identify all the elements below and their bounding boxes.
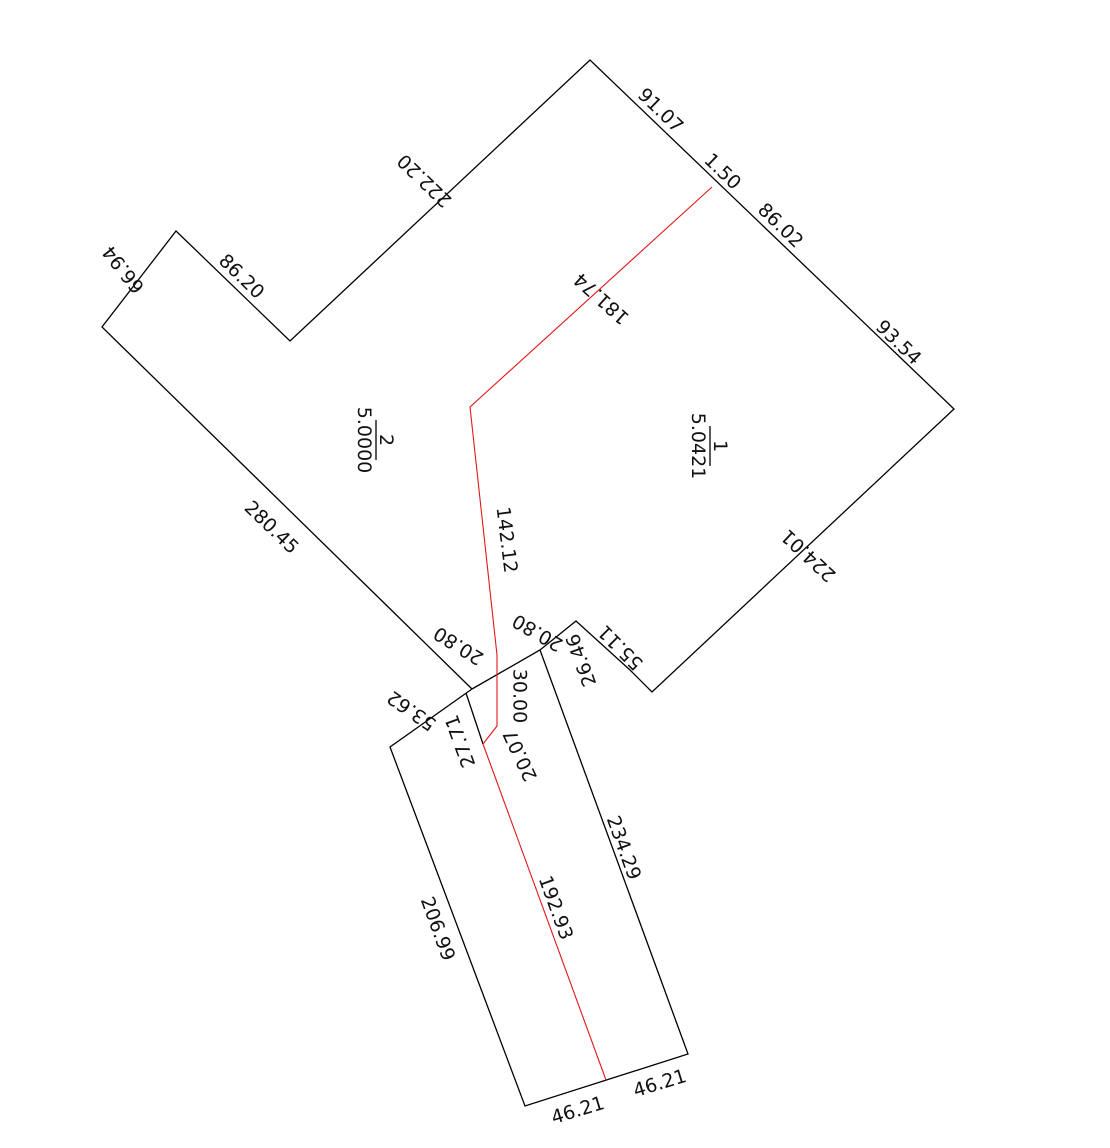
dimension-label: 206.99 [416,894,459,964]
dimension-label: 91.07 [633,84,687,138]
dimension-label: 224.01 [777,525,841,586]
dimension-label: 46.21 [631,1065,689,1102]
dimension-label: 280.45 [240,497,303,559]
dimension-label: 181.74 [570,268,634,329]
dimension-label: 30.00 [509,669,531,723]
dimension-label: 86.20 [214,250,268,304]
dimension-label: 20.80 [509,609,567,655]
parcel-1-area: 5.0421 [687,413,709,479]
dimension-label: 27.71 [441,712,480,771]
division-line [469,186,713,745]
parcel-2-number: 2 [375,434,397,446]
dimension-label: 53.62 [383,686,440,735]
dimension-label: 222.20 [393,149,456,211]
lower-strip-boundary [389,649,689,1107]
dimension-label: 142.12 [492,506,522,575]
dimension-label: 66.94 [98,241,149,297]
dimension-label: 192.93 [534,873,577,943]
division-line-lower [482,743,607,1081]
dimension-label: 20.80 [430,622,488,669]
parcel-1-number: 1 [709,440,731,452]
dimension-label: 26.46 [562,631,601,690]
outer-boundary [101,59,955,693]
parcel-1-label: 1 5.0421 [687,413,731,479]
dimension-label: 55.11 [594,620,648,674]
parcel-2-area: 5.0000 [353,407,375,473]
dimension-label: 20.07 [499,726,542,785]
dimension-label: 93.54 [871,316,925,370]
dimension-label: 234.29 [602,813,645,883]
dimension-label: 86.02 [753,199,807,253]
dimension-label: 46.21 [549,1092,607,1129]
parcel-2-label: 2 5.0000 [353,407,397,473]
inner-segment-27-71 [465,692,484,745]
